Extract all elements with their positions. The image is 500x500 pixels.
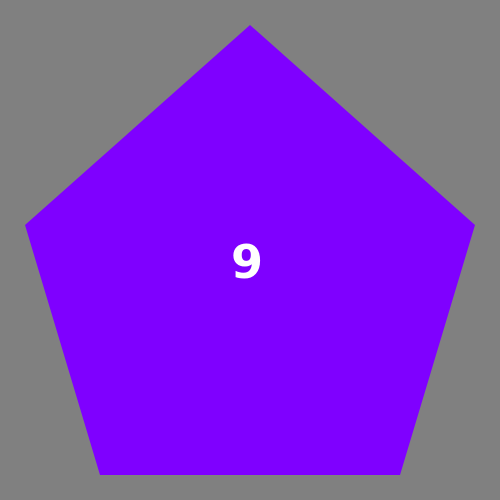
pentagon-shape (25, 25, 475, 475)
pentagon-label: 9 (231, 235, 263, 289)
